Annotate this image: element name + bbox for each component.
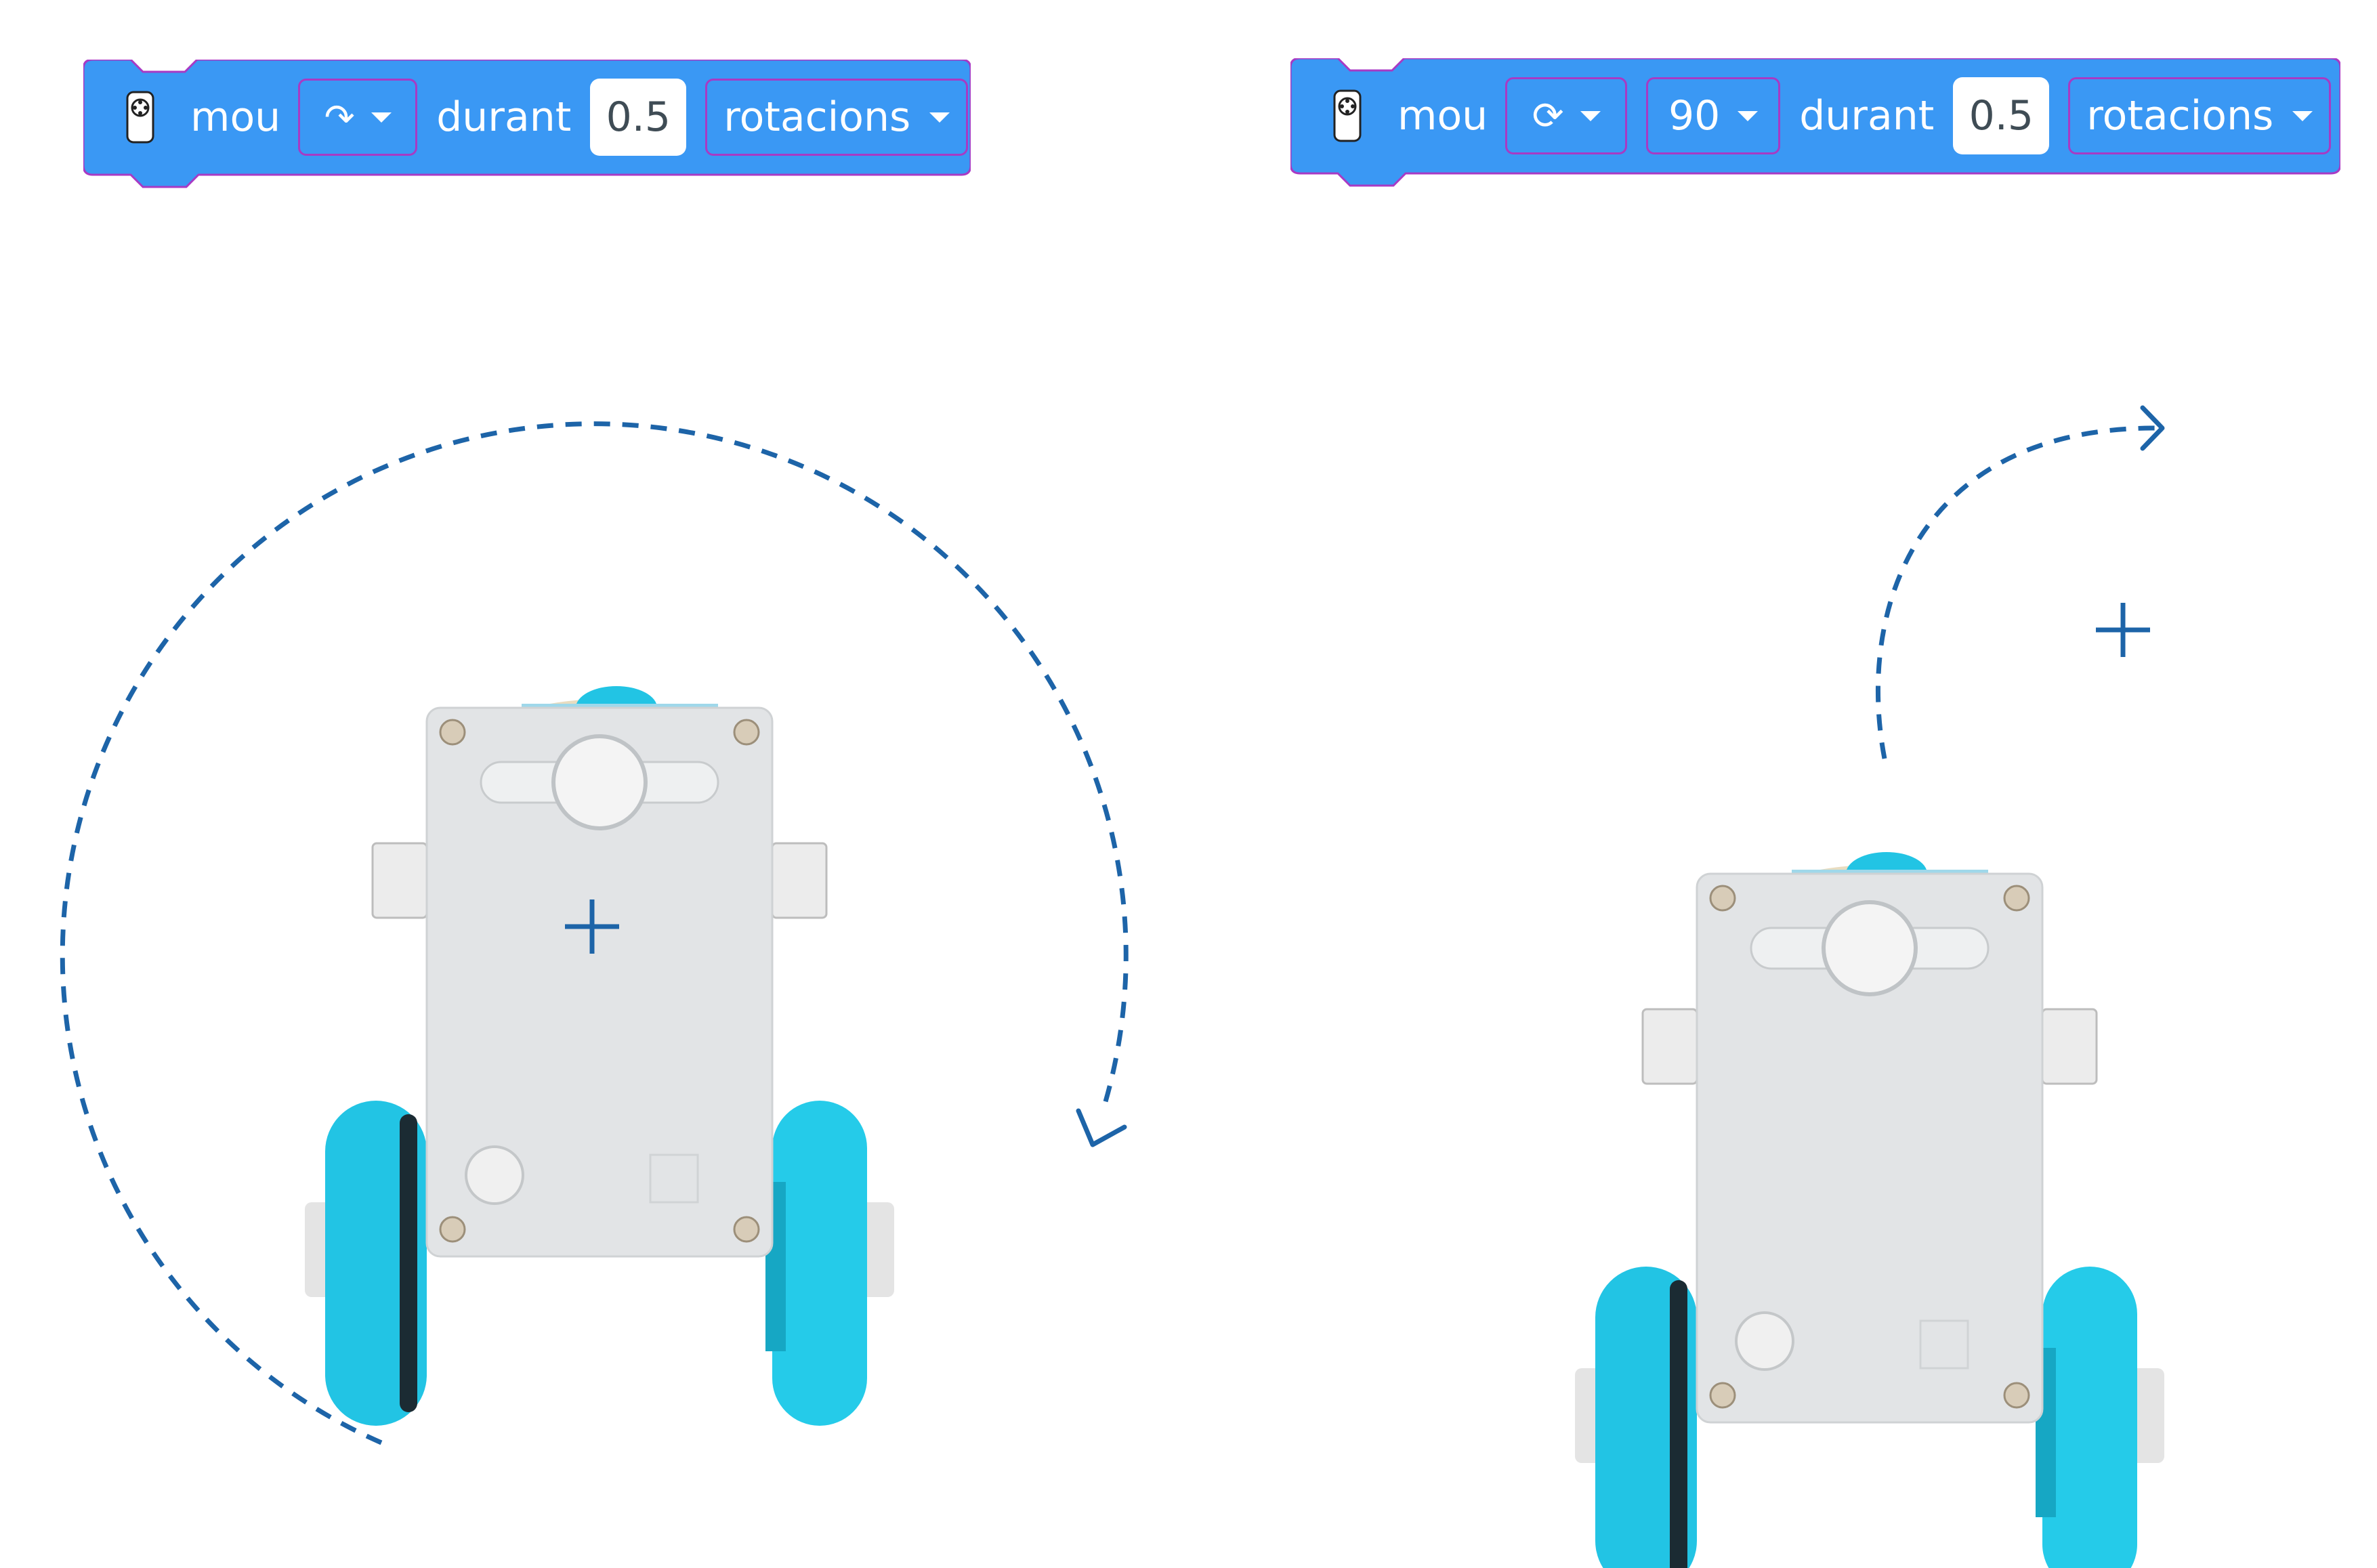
direction-dropdown[interactable]: ⟳ <box>1505 77 1628 154</box>
unit-label: rotacions <box>2086 92 2274 140</box>
gamepad-icon <box>1331 87 1364 144</box>
arrowhead-right <box>2140 405 2165 451</box>
robot-left <box>305 686 894 1426</box>
move-label: mou <box>1397 92 1488 140</box>
during-label: durant <box>1799 92 1935 140</box>
during-label: durant <box>436 93 572 141</box>
gamepad-icon <box>124 89 156 146</box>
move-block-left[interactable]: mou ↷ durant 0.5 rotacions <box>83 60 971 195</box>
caret-down-icon <box>1738 110 1759 121</box>
amount-input[interactable]: 0.5 <box>590 79 687 156</box>
move-label: mou <box>190 93 281 141</box>
rotate-arrow-icon: ↷ <box>324 96 355 139</box>
amount-input[interactable]: 0.5 <box>1953 77 2050 154</box>
robot-right <box>1575 852 2164 1568</box>
caret-down-icon <box>371 112 392 123</box>
rotate-clockwise-icon: ⟳ <box>1532 93 1564 138</box>
dashed-rotation-arrow-right <box>1876 425 2158 759</box>
caret-down-icon <box>929 112 950 123</box>
degrees-dropdown[interactable]: 90 <box>1646 77 1781 154</box>
arrowhead-left <box>1076 1108 1127 1147</box>
unit-dropdown[interactable]: rotacions <box>705 79 969 156</box>
unit-label: rotacions <box>723 93 911 141</box>
plus-icon <box>565 899 619 954</box>
degrees-value: 90 <box>1668 92 1721 140</box>
move-block-right[interactable]: mou ⟳ 90 durant 0.5 rotacions <box>1290 58 2340 194</box>
plus-icon <box>2096 603 2150 657</box>
direction-dropdown[interactable]: ↷ <box>298 79 418 156</box>
caret-down-icon <box>2292 110 2313 121</box>
unit-dropdown[interactable]: rotacions <box>2068 77 2332 154</box>
caret-down-icon <box>1580 110 1601 121</box>
